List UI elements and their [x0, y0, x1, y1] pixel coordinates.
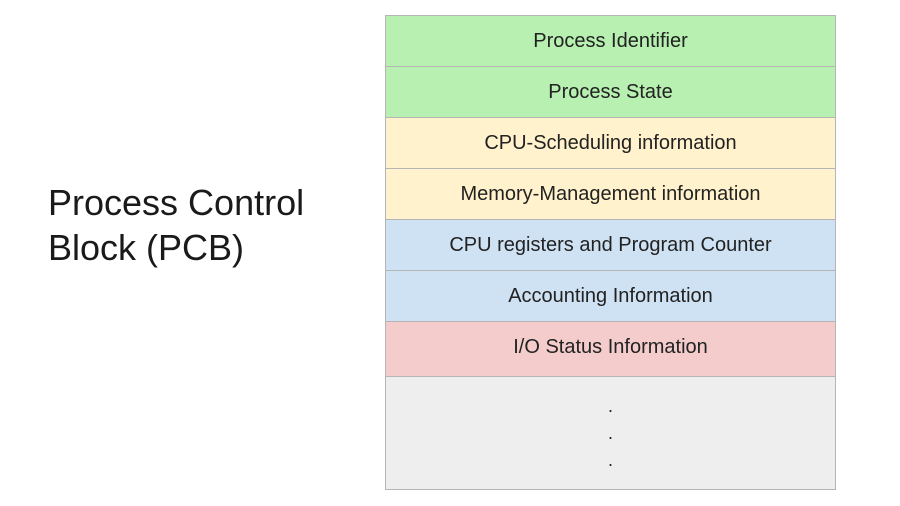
continuation-dot: .	[607, 422, 613, 443]
pcb-field-io-status: I/O Status Information	[386, 322, 835, 377]
title-line-2: Block (PCB)	[48, 227, 245, 268]
pcb-field-memory-management: Memory-Management information	[386, 169, 835, 220]
title-line-1: Process Control	[48, 182, 305, 223]
pcb-field-cpu-scheduling: CPU-Scheduling information	[386, 118, 835, 169]
pcb-field-cpu-registers: CPU registers and Program Counter	[386, 220, 835, 271]
continuation-dot: .	[607, 449, 613, 470]
pcb-field-accounting: Accounting Information	[386, 271, 835, 322]
pcb-continuation: . . .	[386, 377, 835, 489]
pcb-field-process-state: Process State	[386, 67, 835, 118]
diagram-title: Process Control Block (PCB)	[48, 180, 348, 270]
pcb-table: Process Identifier Process State CPU-Sch…	[385, 15, 836, 490]
continuation-dot: .	[607, 395, 613, 416]
pcb-field-process-identifier: Process Identifier	[386, 16, 835, 67]
